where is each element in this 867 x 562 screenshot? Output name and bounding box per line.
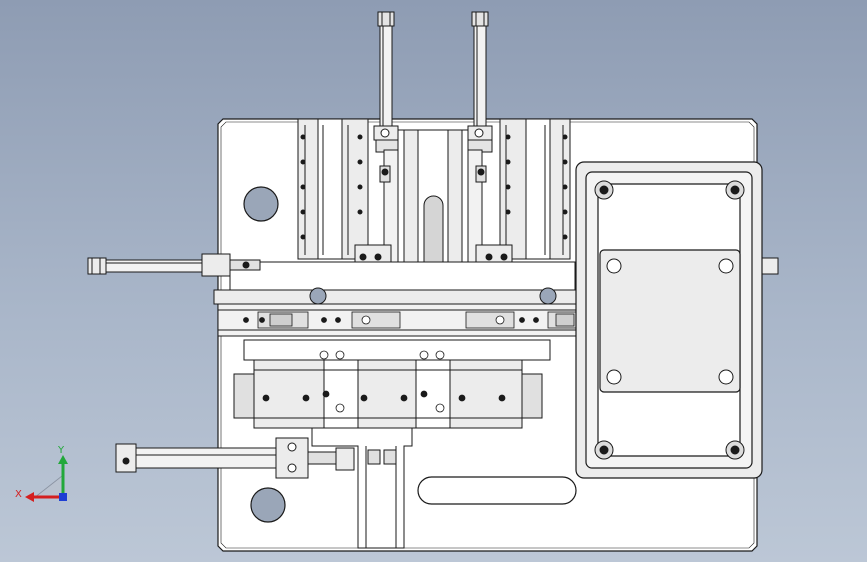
triad-x-label: X xyxy=(15,489,22,500)
side-cylinder-upper xyxy=(87,253,779,277)
triad-floor xyxy=(32,475,63,499)
lower-fixture-holes xyxy=(262,350,506,413)
slot-bottom xyxy=(417,476,577,505)
side-mount-bolts xyxy=(594,180,745,460)
hole-bottom-left xyxy=(250,487,286,523)
lower-fixture xyxy=(233,339,551,429)
coordinate-triad: Y X xyxy=(15,445,68,502)
left-guide-rail xyxy=(297,118,369,260)
triad-y-label: Y xyxy=(57,445,65,456)
triad-x-arrowhead xyxy=(25,492,34,502)
right-guide-rail xyxy=(499,118,571,260)
side-cylinder-lower xyxy=(115,437,355,479)
top-cylinder-right xyxy=(461,11,493,153)
triad-y-arrowhead xyxy=(58,455,68,464)
plate-holes xyxy=(243,186,577,523)
triad-z-axis xyxy=(59,493,67,501)
beam-rails xyxy=(243,311,581,329)
lower-stem xyxy=(311,427,413,549)
hole-top-left xyxy=(243,186,279,222)
side-mount-plate xyxy=(575,161,763,479)
